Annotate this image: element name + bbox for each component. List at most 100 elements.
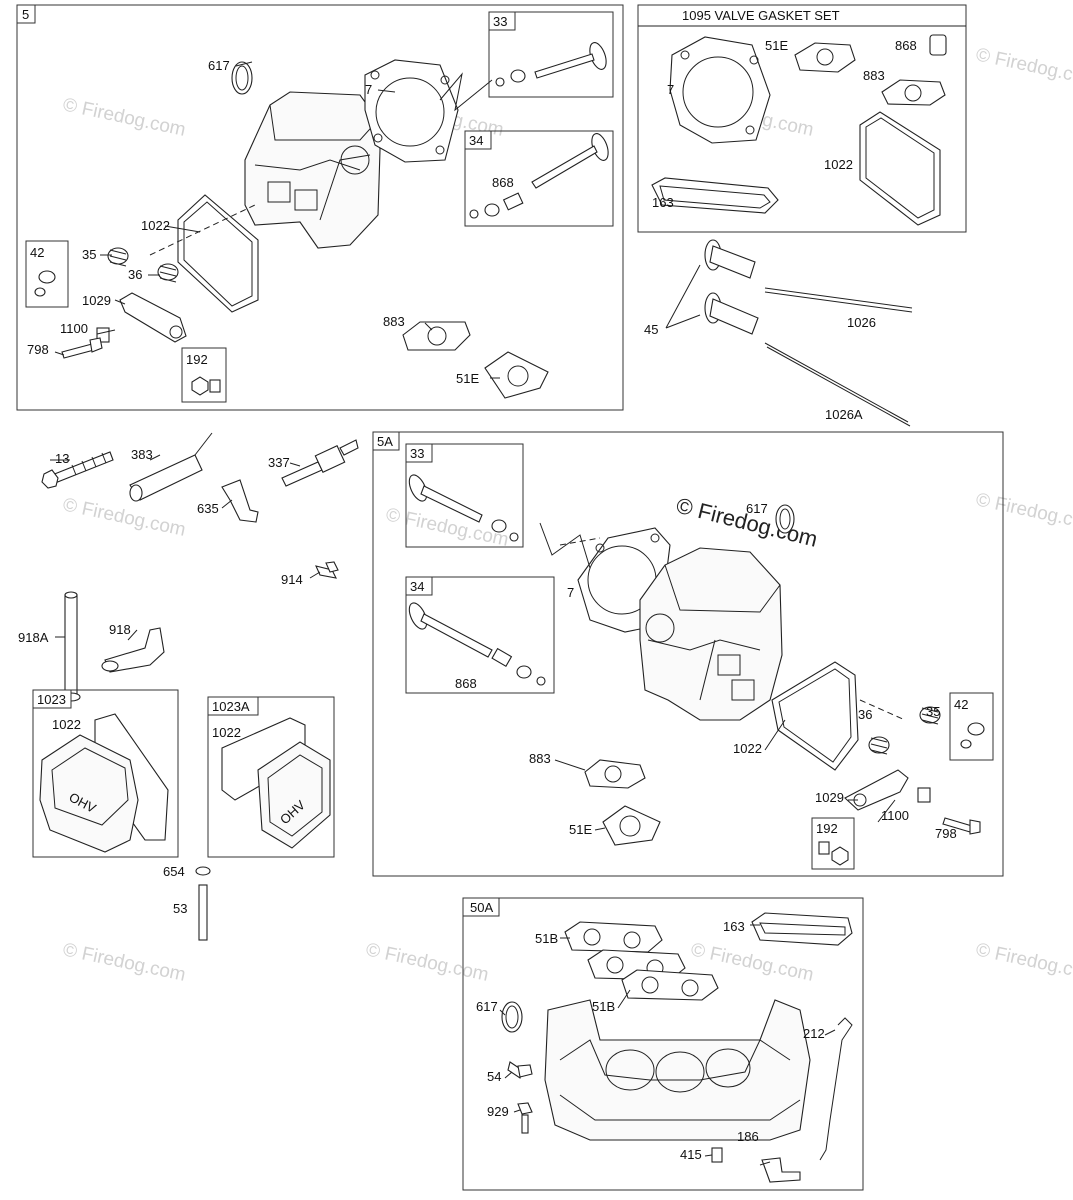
gasket-set-883 — [881, 79, 946, 106]
rocker-arm-part — [119, 292, 187, 343]
link-212-part — [819, 1017, 853, 1161]
nut-654-part — [195, 866, 211, 876]
pushrod-1026 — [764, 287, 913, 313]
callout-35: 35 — [82, 247, 96, 262]
rod-383-part — [129, 432, 213, 502]
callout-383: 383 — [131, 447, 153, 462]
watermark-11: © Firedog.com — [974, 939, 1073, 986]
section-5a-frame — [372, 431, 1004, 877]
spring-36b-part — [868, 736, 890, 755]
keeper-part — [34, 287, 46, 297]
gasket-set-callout-7: 7 — [667, 82, 674, 97]
callout-186: 186 — [737, 1129, 759, 1144]
intake-valve-part — [495, 42, 607, 87]
box-192b-label: 192 — [816, 821, 838, 836]
box-34b-label: 34 — [410, 579, 424, 594]
callout-51b-1: 51B — [535, 931, 558, 946]
set-screw-part — [209, 379, 221, 393]
gasket-51eb-part — [602, 805, 661, 846]
box-34b-tag-frame — [405, 576, 433, 596]
section-5: 5 33 34 42 192 — [16, 4, 624, 411]
callout-36: 36 — [128, 267, 142, 282]
callout-54: 54 — [487, 1069, 501, 1084]
callout-1100: 1100 — [60, 321, 88, 336]
box-42b — [949, 692, 994, 761]
callout-45: 45 — [644, 322, 658, 337]
spring-36-part — [157, 263, 179, 283]
callout-617c: 617 — [476, 999, 498, 1014]
callout-883b: 883 — [529, 751, 551, 766]
callout-1022b: 1022 — [733, 741, 762, 756]
box-1023-group: 1023 1022 OHV — [32, 689, 179, 858]
callout-163b: 163 — [723, 919, 745, 934]
fitting-186-part — [761, 1157, 801, 1183]
plug-415-part — [711, 1147, 723, 1163]
screw-914-part — [315, 561, 339, 579]
gasket-51b-3-part — [621, 969, 719, 1001]
valve-cover-1023a — [257, 741, 331, 849]
box-33b — [405, 443, 524, 548]
callout-798: 798 — [27, 342, 49, 357]
gasket-set-868 — [929, 34, 947, 56]
callout-929: 929 — [487, 1104, 509, 1119]
valve-leader-zigzag-5a — [539, 522, 591, 569]
box-1023a — [207, 696, 335, 858]
gasket-set-frame — [637, 4, 967, 233]
box-33-tag-frame — [488, 11, 516, 31]
callout-51e: 51E — [456, 371, 479, 386]
callout-883: 883 — [383, 314, 405, 329]
box-1023a-group: 1023A 1022 OHV — [207, 696, 335, 858]
section-5a: 5A 33 34 — [372, 431, 1004, 877]
rocker-gasket-5a-part — [771, 661, 859, 771]
hose-918-part — [101, 627, 165, 673]
gasket-163b-part — [751, 912, 853, 946]
stud-parts: 654 53 — [163, 864, 211, 941]
box-33-label: 33 — [493, 14, 507, 29]
callout-868: 868 — [492, 175, 514, 190]
box-33b-tag-frame — [405, 443, 433, 463]
bolt-13-part — [41, 451, 114, 489]
watermark-5: © Firedog.com — [61, 494, 188, 541]
tube-918a-part — [61, 591, 81, 702]
callout-918: 918 — [109, 622, 131, 637]
watermark-9: © Firedog.com — [364, 939, 491, 986]
box-1023a-callout-1022: 1022 — [212, 725, 241, 740]
stud-53-part — [198, 884, 208, 941]
box-34-tag-frame — [464, 130, 492, 150]
section-50a-tag: 50A — [470, 900, 493, 915]
callout-212: 212 — [803, 1026, 825, 1041]
rocker-arm-5a-part — [844, 769, 909, 811]
gasket-set-head-gasket — [669, 36, 771, 144]
valve-cover-1023 — [39, 734, 139, 853]
watermark-6: © Firedog.com — [384, 504, 511, 551]
section-50a-tag-box — [462, 897, 500, 917]
callout-1026: 1026 — [847, 315, 876, 330]
intake-manifold-part — [544, 999, 811, 1141]
rocker-gasket-part — [177, 194, 259, 313]
section-50a: 50A — [462, 897, 864, 1191]
bolt-929-part — [517, 1102, 533, 1115]
callout-36b: 36 — [858, 707, 872, 722]
box-33 — [488, 11, 614, 98]
gasket-set-callout-163: 163 — [652, 195, 674, 210]
gasket-set-callout-1022: 1022 — [824, 157, 853, 172]
callout-7b: 7 — [567, 585, 574, 600]
boot-635-part — [221, 479, 259, 523]
box-34b — [405, 576, 555, 694]
box-1023-tag-frame — [32, 689, 72, 709]
valves-pushrods: 45 1026 1026A — [644, 239, 913, 427]
section-5-tag-box — [16, 4, 36, 24]
gasket-51b-1-part — [564, 921, 663, 953]
o-ring-617b-part — [775, 504, 795, 534]
gasket-51e-part — [484, 351, 549, 399]
gasket-set-callout-51e: 51E — [765, 38, 788, 53]
gasket-set-163 — [651, 177, 779, 214]
o-ring-617-part — [231, 61, 253, 95]
callout-1100b: 1100 — [881, 808, 909, 823]
callout-51eb: 51E — [569, 822, 592, 837]
box-42 — [25, 240, 69, 308]
box-192-label: 192 — [186, 352, 208, 367]
spring-35-part — [107, 247, 129, 267]
intake-valve-5a-part — [408, 474, 519, 542]
callout-868b: 868 — [455, 676, 477, 691]
